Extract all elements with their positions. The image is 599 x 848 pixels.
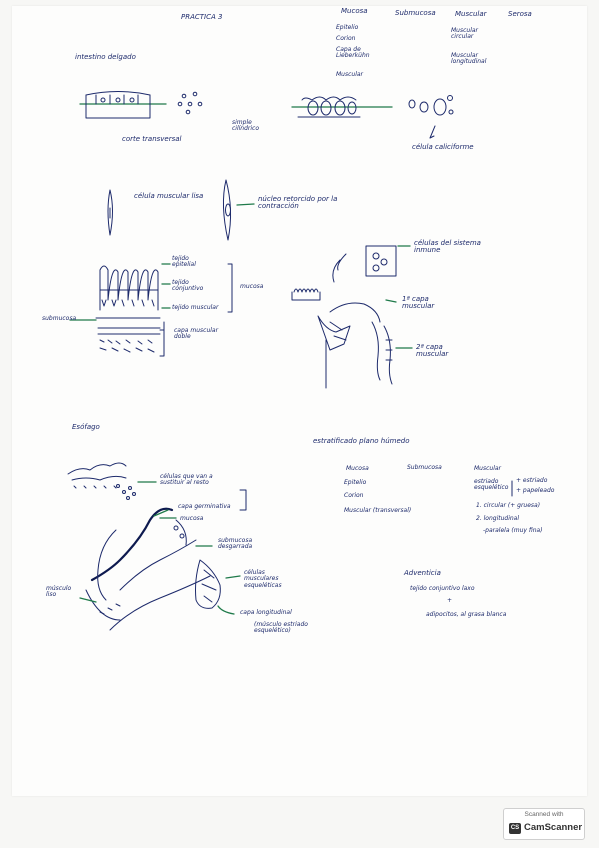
- esophagus-submucosa-header: Submucosa: [407, 464, 442, 471]
- double-muscle-label: capa muscular doble: [174, 327, 219, 341]
- simple-label: simple cilíndrico: [232, 119, 260, 133]
- mucosa-item: Capa de Lieberkühn: [336, 46, 370, 60]
- dots-cluster-1: [177, 91, 203, 115]
- muscular-item: Muscular circular: [451, 27, 479, 41]
- esophagus-mucosa-item: Muscular (transversal): [344, 507, 412, 514]
- goblet-villi-sketch: [291, 96, 393, 118]
- adventitia-item: +: [447, 597, 453, 604]
- camscanner-badge: Scanned with CS CamScanner: [503, 808, 585, 840]
- intestine-layers-sketch: [291, 245, 413, 389]
- mucosa-bracket: [239, 489, 247, 511]
- smooth-muscle-cell-sketch: [107, 179, 255, 241]
- esophagus-muscular-item: + estriado: [516, 477, 548, 484]
- connective-tissue-label: tejido conjuntivo: [172, 279, 204, 293]
- adventitia-item: adipocitos, al grasa blanca: [426, 611, 507, 618]
- epithelium-type: estratificado plano húmedo: [313, 437, 410, 445]
- mucosa-item: Muscular: [336, 71, 364, 78]
- muscular-item: Muscular longitudinal: [451, 52, 487, 66]
- page-title: PRACTICA 3: [181, 13, 223, 21]
- smooth-muscle-side-label: músculo liso: [46, 585, 72, 599]
- submucosa-side-label: submucosa: [42, 315, 77, 322]
- esophagus-muscular-item: estriado esquelético: [474, 478, 509, 492]
- mucosa-item: Epitelio: [336, 24, 359, 31]
- camscanner-name: CamScanner: [524, 822, 583, 833]
- camscanner-logo-icon: CS: [509, 823, 521, 834]
- mucosa-item: Corion: [336, 35, 356, 42]
- villi-cross-section-sketch: [79, 91, 167, 119]
- mucosa-header: Mucosa: [341, 7, 368, 15]
- adventitia-label: Adventicia: [404, 569, 441, 577]
- muscular-header: Muscular: [455, 10, 487, 18]
- esophagus-mucosa-item: Epitelio: [344, 479, 367, 486]
- serosa-header: Serosa: [508, 10, 532, 18]
- scanned-with-text: Scanned with: [524, 811, 564, 818]
- nucleus-label: núcleo retorcido por la contracción: [258, 195, 338, 211]
- muscle-layer-1-label: 1ª capa muscular: [402, 295, 435, 311]
- muscle-layer-2-label: 2ª capa muscular: [416, 343, 449, 359]
- longitudinal-layer-label: capa longitudinal: [240, 609, 292, 616]
- replacement-cells-label: células que van a sustituir al resto: [160, 473, 213, 487]
- esophagus-heading: Esófago: [72, 423, 100, 431]
- intestinal-wall-sketch: [69, 263, 233, 357]
- submucosa-header: Submucosa: [395, 9, 436, 17]
- dots-cluster-2: [408, 95, 454, 139]
- muscle-tissue-label: tejido muscular: [172, 304, 219, 311]
- smooth-muscle-label: célula muscular lisa: [134, 192, 204, 200]
- adventitia-item: tejido conjuntivo laxo: [410, 585, 475, 592]
- germinative-layer-label: capa germinativa: [178, 503, 231, 510]
- corte-label: corte transversal: [122, 135, 182, 143]
- esophagus-muscular-item: -paralela (muy fina): [483, 527, 543, 534]
- esophagus-muscular-item: + papeleado: [516, 487, 555, 494]
- intestine-heading: intestino delgado: [75, 53, 136, 61]
- mucosa-side-label: mucosa: [240, 283, 264, 290]
- esophagus-muscular-item: 1. circular (+ gruesa): [476, 502, 541, 509]
- epithelial-tissue-label: tejido epitelial: [172, 255, 196, 269]
- longitudinal-layer-sub-label: (músculo estriado esquelético): [254, 621, 308, 635]
- esophagus-muscular-item: 2. longitudinal: [476, 515, 520, 522]
- torn-submucosa-label: submucosa desgarrada: [218, 537, 253, 551]
- esophagus-mucosa-item: Corion: [344, 492, 364, 499]
- esophagus-mucosa-header: Mucosa: [346, 465, 369, 472]
- skeletal-cells-label: células musculares esqueléticas: [244, 569, 282, 589]
- scanned-page: [12, 6, 587, 796]
- goblet-cell-label: célula caliciforme: [412, 143, 474, 151]
- immune-cells-label: células del sistema inmune: [414, 239, 481, 255]
- esophagus-sketch: [67, 462, 241, 631]
- esophagus-muscular-header: Muscular: [474, 465, 502, 472]
- esophagus-mucosa-side-label: mucosa: [180, 515, 204, 522]
